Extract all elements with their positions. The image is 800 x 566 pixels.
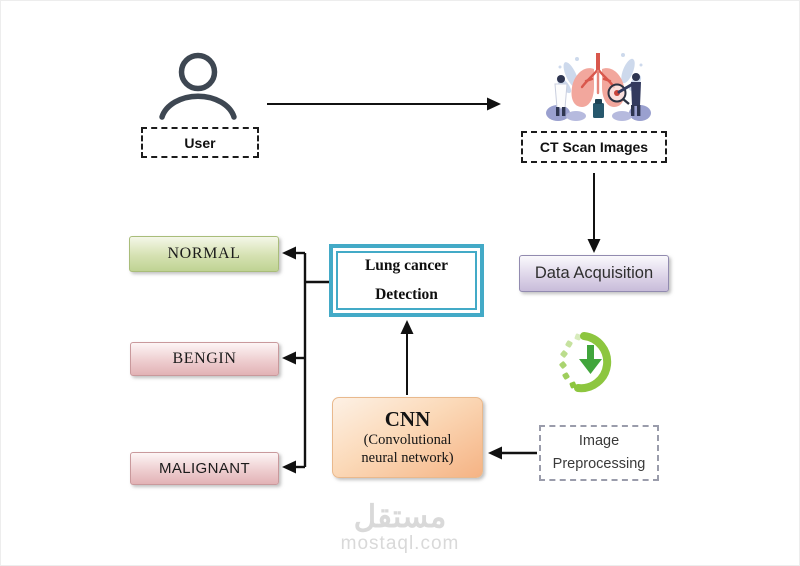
doctor-left [554,75,568,116]
arrow-ct-to-data-acquisition [587,173,601,253]
connector-detection-branches [303,253,329,467]
cnn-subtitle-line1: (Convolutional [363,431,452,448]
malignant-label: MALIGNANT [158,460,251,477]
arrow-user-to-ct [267,97,501,111]
normal-label: NORMAL [167,245,241,262]
image-preprocessing-line2: Preprocessing [552,455,646,472]
lung-cancer-detection-inner: Lung cancer Detection [336,251,477,310]
bengin-node: BENGIN [130,342,279,376]
arrow-to-bengin [282,351,305,365]
image-preprocessing-line1: Image [578,432,620,449]
ct-scan-images-node: CT Scan Images [521,131,667,163]
arrow-to-malignant [282,460,305,474]
magnifier-icon [607,83,630,105]
cnn-title: CNN [384,406,431,431]
user-label: User [184,134,216,151]
arrow-cnn-to-detection [400,320,414,395]
lung-cancer-detection-node: Lung cancer Detection [329,244,484,317]
image-preprocessing-node: Image Preprocessing [539,425,659,481]
data-acquisition-label: Data Acquisition [534,264,654,282]
detection-line2: Detection [375,286,438,303]
watermark-arabic: مستقل [353,499,447,534]
data-acquisition-node: Data Acquisition [519,255,669,292]
lungs-examination-illustration [546,43,651,123]
doctor-right [617,73,641,116]
watermark-latin: mostaql.com [340,533,460,554]
cnn-subtitle-line2: neural network) [361,450,454,467]
scanner-icon [593,99,604,118]
malignant-node: MALIGNANT [130,452,279,485]
ct-scan-images-label: CT Scan Images [539,139,649,155]
person-icon [150,48,245,123]
normal-node: NORMAL [129,236,279,272]
download-progress-icon [557,328,623,398]
bengin-label: BENGIN [172,350,237,367]
user-node: User [141,127,259,158]
arrow-preprocessing-to-cnn [488,446,537,460]
arrow-to-normal [282,246,305,260]
cnn-node: CNN (Convolutional neural network) [332,397,483,478]
detection-line1: Lung cancer [364,257,449,274]
